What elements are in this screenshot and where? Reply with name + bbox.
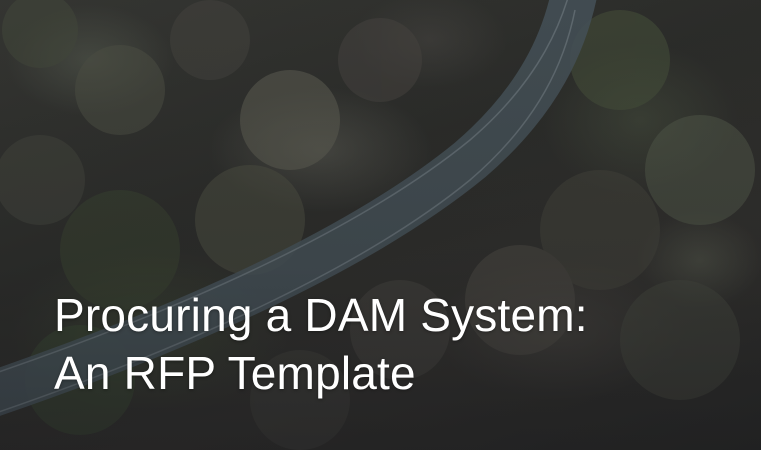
hero-title: Procuring a DAM System: An RFP Template	[54, 286, 588, 402]
hero-title-line-2: An RFP Template	[54, 347, 416, 399]
hero-title-line-1: Procuring a DAM System:	[54, 289, 588, 341]
